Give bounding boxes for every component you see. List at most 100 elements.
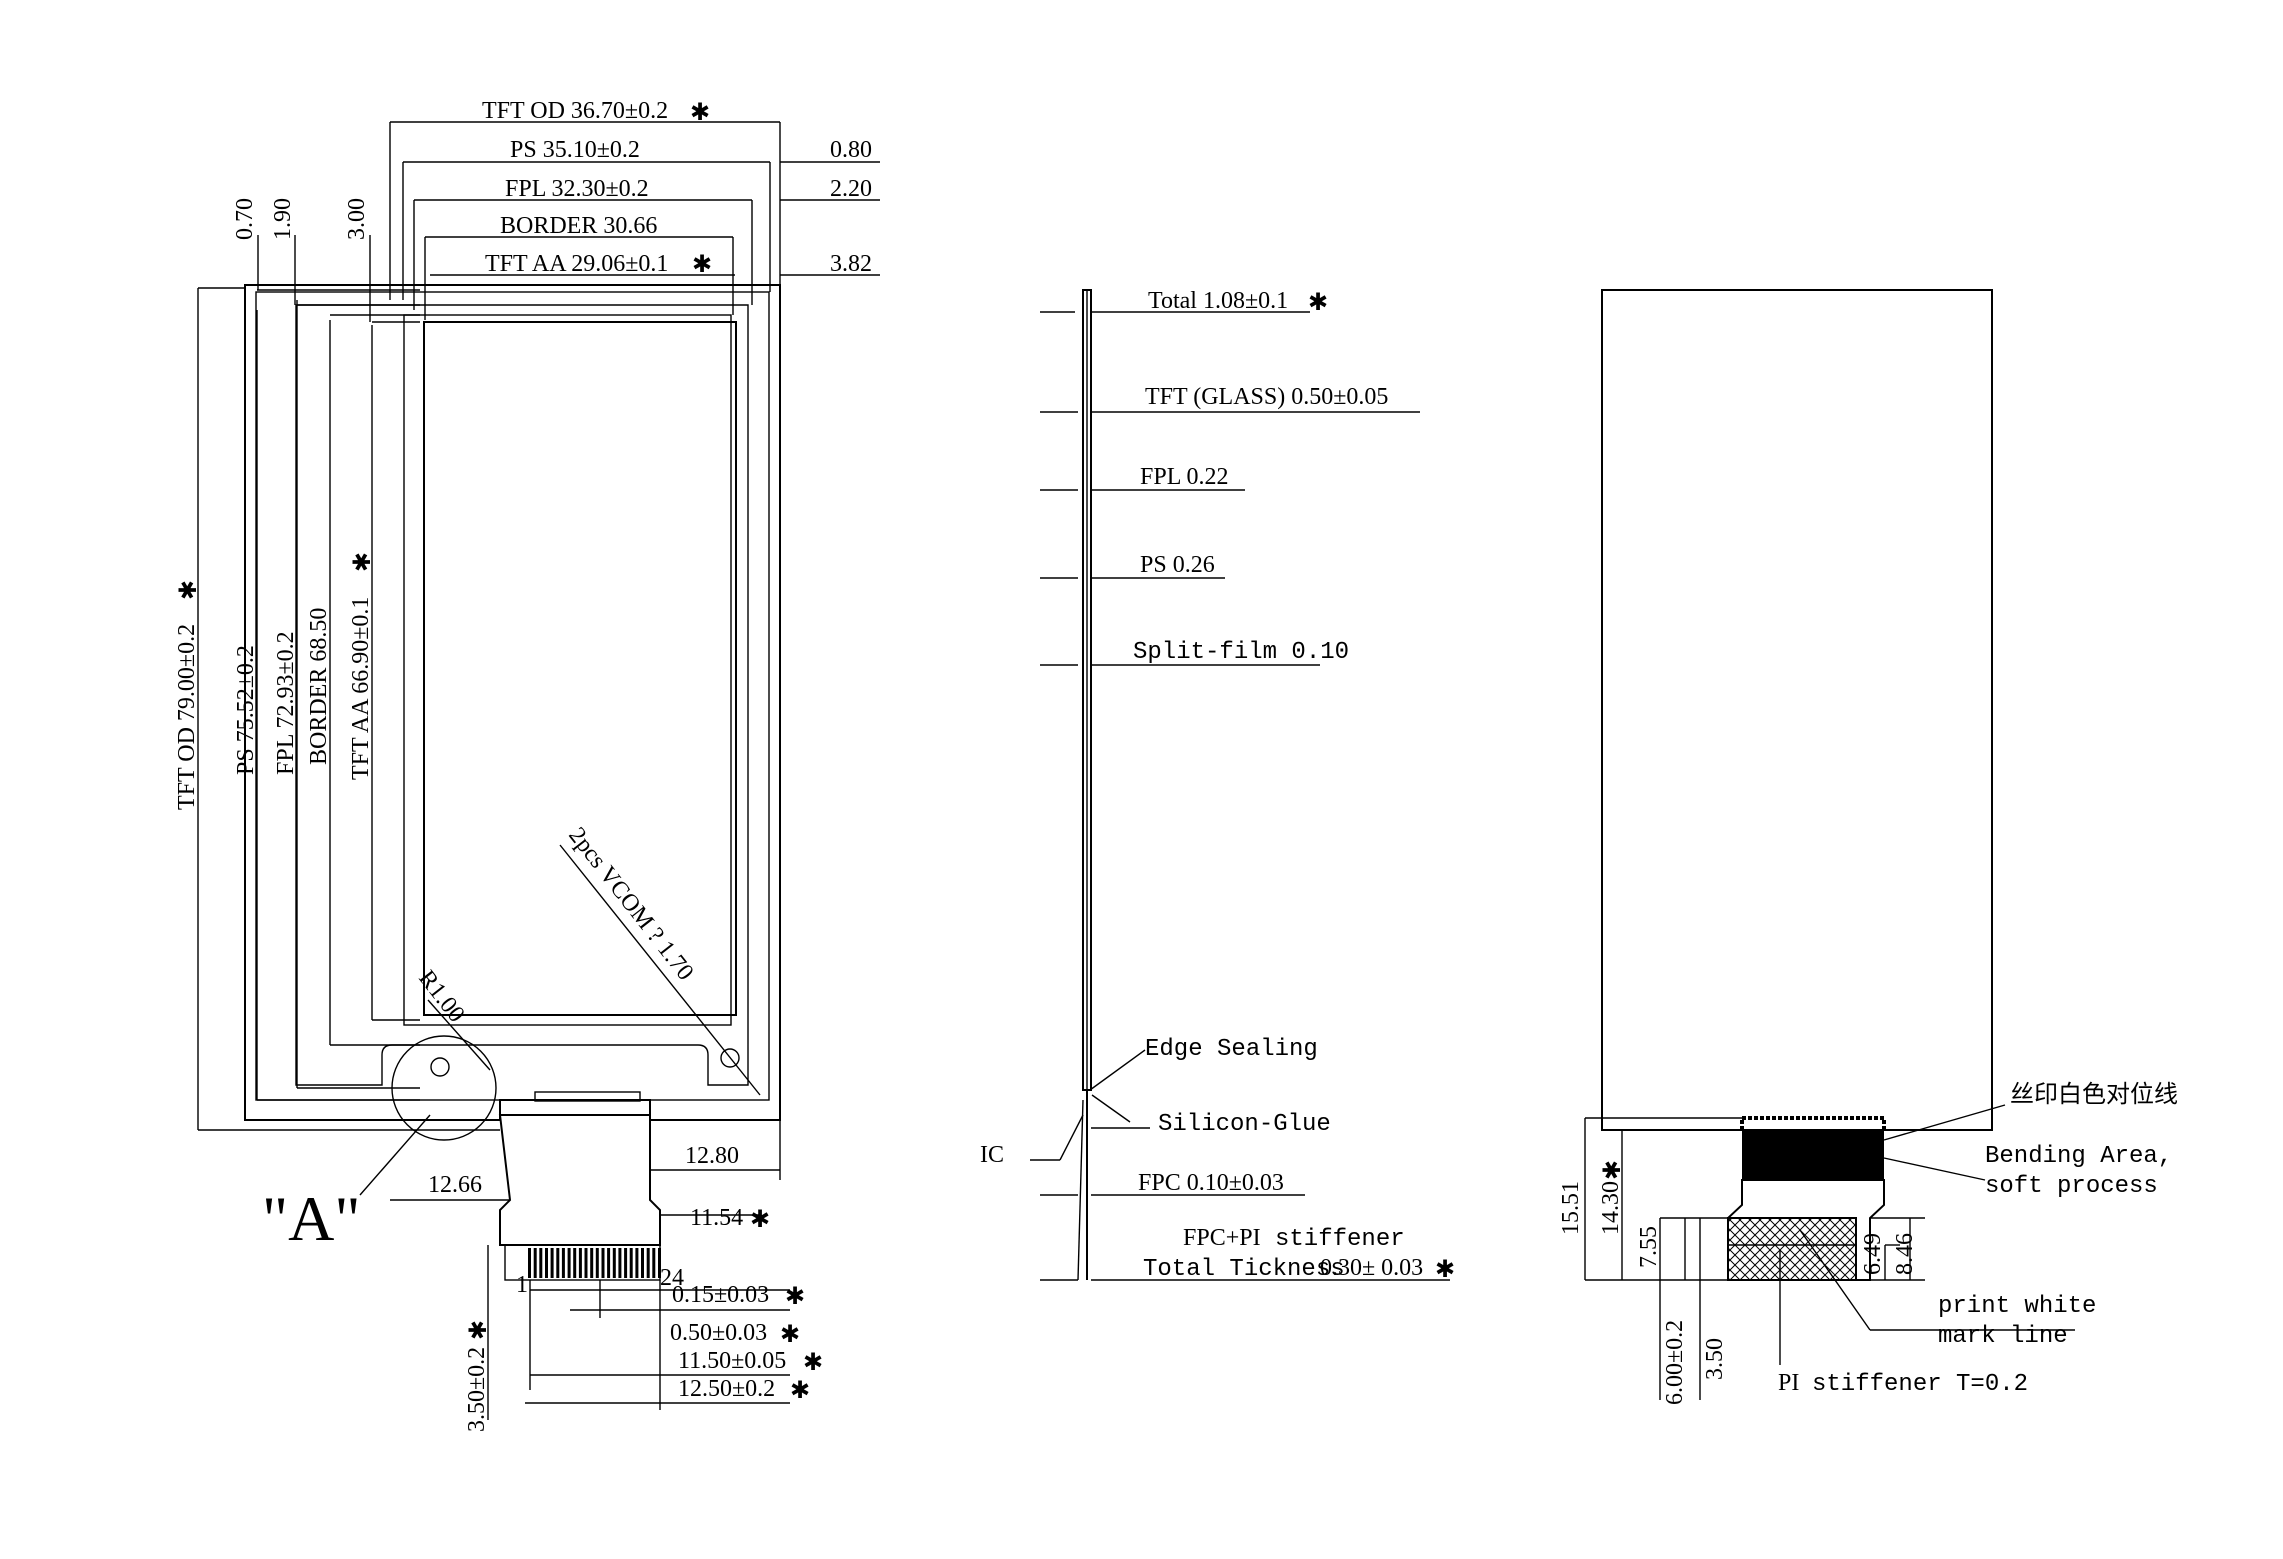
active-area — [423, 321, 737, 1016]
back-dim-350: 3.50 — [1702, 1338, 1728, 1380]
fpc-pin — [578, 1248, 582, 1278]
fpc-pin — [641, 1248, 644, 1278]
side-fpl: FPL 0.22 — [1140, 464, 1228, 490]
ps-outline — [255, 291, 770, 1101]
side-total: Total 1.08±0.1 — [1148, 288, 1288, 314]
pin-last: 24 — [660, 1265, 684, 1291]
back-silk-note: 丝印白色对位线 — [2010, 1081, 2178, 1108]
dim-tft-aa-height: TFT AA 66.90±0.1 — [348, 597, 374, 780]
vcom-note: 2pcs VCOM ? 1.70 — [563, 823, 698, 986]
star-mark: ✱ — [350, 552, 376, 572]
border-outline — [403, 314, 732, 1026]
dim-offset-080: 0.80 — [830, 137, 872, 163]
side-total-thickness-value: 0.30± 0.03 — [1320, 1255, 1423, 1281]
fpc-outline — [498, 1114, 661, 1246]
dim-ps-width: PS 35.10±0.2 — [510, 137, 640, 163]
dim-fpc-right: 12.80 — [685, 1143, 739, 1169]
panel-back-outline — [1601, 289, 1993, 1131]
side-tft-glass: TFT (GLASS) 0.50±0.05 — [1145, 384, 1388, 410]
radius-label: R1.00 — [413, 966, 469, 1028]
pin-first: 1 — [516, 1272, 528, 1298]
back-bending-2: soft process — [1985, 1173, 2158, 1200]
fpc-pin — [573, 1248, 577, 1278]
back-pi-stiffener: stiffener T=0.2 — [1812, 1371, 2028, 1398]
dim-fpc-width: 12.50±0.2 — [678, 1376, 775, 1402]
side-split-film: Split-film 0.10 — [1133, 639, 1349, 666]
dim-tft-od-width: TFT OD 36.70±0.2 — [482, 98, 668, 124]
fpc-pin — [545, 1248, 548, 1278]
fpc-pin — [556, 1248, 560, 1278]
fpc-pin — [624, 1248, 628, 1278]
star-mark: ✱ — [692, 252, 712, 278]
dim-border-height: BORDER 68.50 — [306, 608, 332, 765]
star-mark: ✱ — [790, 1378, 810, 1404]
fpc-pin — [595, 1248, 599, 1278]
side-stiffener: stiffener — [1275, 1226, 1405, 1253]
detail-a-label: "A" — [262, 1183, 360, 1254]
fpc-pin-array — [528, 1248, 661, 1278]
fpc-pin — [658, 1248, 661, 1278]
back-dim-649: 6.49 — [1860, 1233, 1886, 1275]
dim-pin-span: 11.50±0.05 — [678, 1348, 786, 1374]
fpc-pin — [601, 1248, 605, 1278]
fpc-pin — [612, 1248, 616, 1278]
fpc-pin — [635, 1248, 639, 1278]
bending-area — [1742, 1130, 1884, 1180]
dim-pin-width: 0.15±0.03 — [672, 1282, 769, 1308]
back-print-white-2: mark line — [1938, 1323, 2068, 1350]
star-mark: ✱ — [466, 1320, 492, 1340]
star-mark: ✱ — [1600, 1160, 1626, 1180]
fpc-pin — [607, 1248, 611, 1278]
fpc-pin — [629, 1248, 633, 1278]
fpc-pin — [618, 1248, 622, 1278]
dim-fpc-right-2: 11.54 — [690, 1205, 743, 1231]
front-view: TFT OD 36.70±0.2 ✱ PS 35.10±0.2 FPL 32.3… — [174, 98, 880, 1432]
side-view: Total 1.08±0.1 ✱ TFT (GLASS) 0.50±0.05 F… — [980, 288, 1455, 1283]
fpc-pin — [539, 1248, 543, 1278]
star-mark: ✱ — [176, 580, 202, 600]
fpc-pin — [590, 1248, 594, 1278]
side-fpc: FPC 0.10±0.03 — [1138, 1170, 1284, 1196]
back-bending-1: Bending Area, — [1985, 1143, 2172, 1170]
back-pi-prefix: PI — [1778, 1370, 1799, 1396]
dim-fpl-width: FPL 32.30±0.2 — [505, 176, 649, 202]
dim-pitch: 0.50±0.03 — [670, 1320, 767, 1346]
star-mark: ✱ — [780, 1322, 800, 1348]
dim-tft-aa-width: TFT AA 29.06±0.1 — [485, 251, 668, 277]
fpl-outline — [295, 304, 749, 1086]
back-print-white-1: print white — [1938, 1293, 2096, 1320]
star-mark: ✱ — [1435, 1257, 1455, 1283]
vcom-hole-right — [720, 1048, 740, 1068]
dim-finger-len: 3.50±0.2 — [464, 1347, 490, 1432]
dim-offset-070: 0.70 — [232, 198, 258, 240]
fpc-pin — [550, 1248, 554, 1278]
pi-stiffener — [1727, 1217, 1857, 1281]
fpc-pin — [533, 1248, 537, 1278]
dim-tft-od-height: TFT OD 79.00±0.2 — [174, 624, 200, 810]
back-dim-1430: 14.30 — [1598, 1181, 1624, 1235]
star-mark: ✱ — [750, 1207, 770, 1233]
dim-offset-220: 2.20 — [830, 176, 872, 202]
fpc-pin — [652, 1248, 656, 1278]
side-ic: IC — [980, 1142, 1004, 1168]
side-total-thickness: Total Tickness — [1143, 1256, 1345, 1283]
fpc-pin — [561, 1248, 565, 1278]
ic-slot — [534, 1091, 641, 1102]
dim-offset-382: 3.82 — [830, 251, 872, 277]
star-mark: ✱ — [803, 1350, 823, 1376]
back-dim-600: 6.00±0.2 — [1662, 1320, 1688, 1405]
dim-fpl-height: FPL 72.93±0.2 — [273, 631, 299, 775]
star-mark: ✱ — [690, 100, 710, 126]
dim-offset-190: 1.90 — [270, 198, 296, 240]
side-ps: PS 0.26 — [1140, 552, 1215, 578]
back-dim-755: 7.55 — [1636, 1226, 1662, 1268]
vcom-hole-left — [430, 1057, 450, 1077]
side-edge-sealing: Edge Sealing — [1145, 1036, 1318, 1063]
back-dim-1551: 15.51 — [1558, 1181, 1584, 1235]
fpc-pin — [646, 1248, 650, 1278]
back-dim-846: 8.46 — [1892, 1233, 1918, 1275]
fpc-pin — [584, 1248, 588, 1278]
fpc-pin — [528, 1248, 531, 1278]
fpc-pin — [567, 1248, 571, 1278]
